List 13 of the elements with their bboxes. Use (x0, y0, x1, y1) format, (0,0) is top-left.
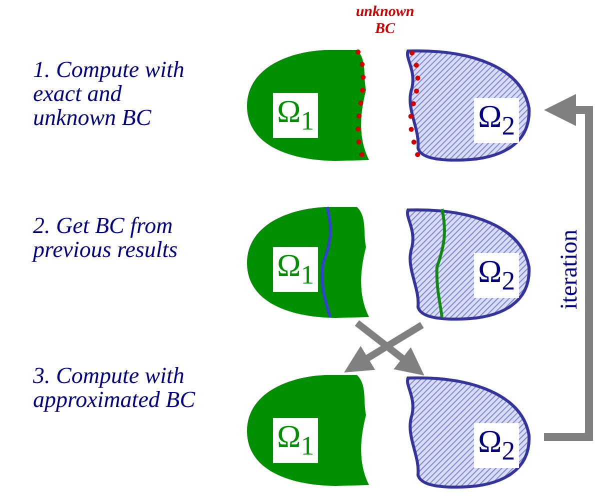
subdomain-label: Ω$_{2}$ (474, 253, 520, 298)
subdomain-label: Ω$_{2}$ (474, 423, 520, 468)
arrow (344, 322, 424, 372)
annotation-text: unknown BC (354, 4, 416, 38)
subdomain-label: Ω$_{2}$ (474, 98, 520, 144)
subdomain-label: Ω$_{1}$ (273, 418, 318, 464)
step-text: 1. Compute with exact and unknown BC (33, 58, 186, 130)
arrow (354, 320, 424, 376)
arrow (544, 94, 593, 441)
subdomain-label: Ω$_{1}$ (273, 93, 318, 138)
step-text: 2. Get BC from previous results (33, 214, 179, 262)
subdomain-label: Ω$_{1}$ (273, 247, 318, 292)
step-text: 3. Compute with approximated BC (33, 364, 196, 412)
